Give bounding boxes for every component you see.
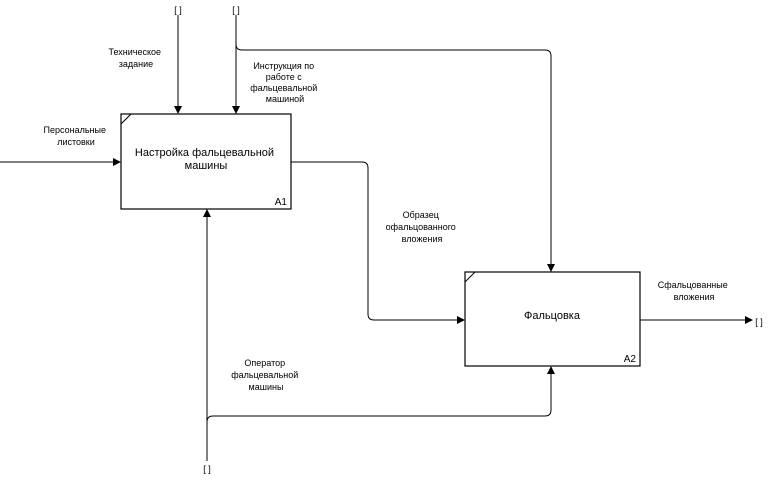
arrow-control-tech-spec[interactable]: [ ] Техническое задание [108, 5, 182, 114]
arrow-label-line: Техническое [108, 47, 161, 57]
arrow-output-folded[interactable]: [ ] Сфальцованные вложения [640, 280, 763, 327]
arrow-label-line: Оператор [244, 358, 285, 368]
tunnel-icon: [ ] [755, 317, 763, 327]
arrow-label-line: вложения [402, 234, 443, 244]
arrow-label-line: машины [249, 382, 284, 392]
box-a2-number: A2 [624, 354, 637, 365]
arrow-label-line: листовки [57, 137, 95, 147]
tunnel-icon: [ ] [232, 5, 240, 15]
svg-text:Инструкция по работе с: Инструкция по работе с фальцевальной маш… [250, 61, 320, 104]
arrow-label-line: задание [119, 59, 153, 69]
box-a2-title: Фальцовка [524, 310, 581, 322]
box-a1-title-line-1: Настройка фальцевальной [135, 147, 274, 159]
svg-text:Образец офальцованного: Образец офальцованного вложения [386, 210, 459, 244]
tunnel-icon: [ ] [203, 464, 211, 474]
arrow-label-line: работе с [266, 72, 303, 82]
box-a1-number: A1 [275, 197, 288, 208]
svg-text:Настройка фальцевальной: Настройка фальцевальной машины [135, 147, 277, 172]
arrow-label-line: Инструкция по [253, 61, 314, 71]
arrow-flow-sample[interactable]: Образец офальцованного вложения [291, 161, 465, 324]
svg-text:Техническое задание: Техническое задание [108, 47, 163, 69]
arrow-label-line: машиной [266, 94, 304, 104]
box-a1-title-line-2: машины [185, 160, 228, 172]
activity-box-a2[interactable]: Фальцовка A2 [464, 271, 641, 367]
svg-text:Сфальцованные вложения: Сфальцованные вложения [658, 280, 731, 302]
arrow-input-personal-leaflets[interactable]: Персональные листовки [0, 125, 121, 166]
arrow-label-line: Образец [403, 210, 439, 220]
tunnel-icon: [ ] [174, 5, 182, 15]
svg-text:Персональные листовки: Персональные листовки [44, 125, 109, 147]
activity-box-a1[interactable]: Настройка фальцевальной машины A1 [120, 113, 292, 210]
arrow-label-line: фальцевальной [250, 83, 317, 93]
arrow-label-line: офальцованного [386, 222, 456, 232]
svg-text:Оператор фальцевальной: Оператор фальцевальной машины [231, 358, 301, 392]
arrow-label-line: фальцевальной [231, 370, 298, 380]
arrow-control-instruction[interactable]: [ ] Инструкция по работе с фальцевальной… [232, 5, 555, 272]
arrow-mechanism-operator[interactable]: [ ] Оператор фальцевальной машины [203, 209, 555, 474]
arrow-label-line: Сфальцованные [658, 280, 728, 290]
arrow-label-line: вложения [674, 292, 715, 302]
arrow-label-line: Персональные [44, 125, 106, 135]
